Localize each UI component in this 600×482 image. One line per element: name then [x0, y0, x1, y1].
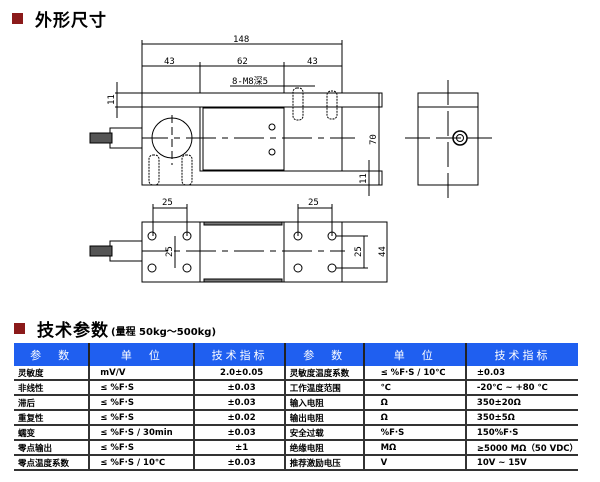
table-cell: 2.0±0.05: [194, 366, 286, 381]
section-subtitle: (量程 50kg～500kg): [111, 327, 217, 338]
table-cell: ≤ %F·S / 10℃: [363, 366, 467, 381]
dim-height: 70: [369, 134, 379, 145]
table-cell: ±0.03: [465, 366, 578, 381]
table-cell: -20℃ ~ +80 ℃: [465, 380, 578, 396]
table-header-row: 参 数 单 位 技术指标 参 数 单 位 技术指标: [14, 343, 578, 366]
table-cell: ≤ %F·S: [89, 440, 196, 456]
table-cell: 输出电阻: [284, 410, 365, 426]
dim-width: 44: [378, 246, 388, 257]
table-cell: ±0.03: [194, 425, 286, 441]
dim-thread: 8-M8深5: [232, 76, 268, 87]
table-cell: 非线性: [14, 380, 91, 396]
table-cell: 零点输出: [14, 440, 91, 456]
table-cell: MΩ: [363, 440, 467, 456]
table-cell: 150%F·S: [465, 425, 578, 441]
table-cell: 推荐激励电压: [284, 455, 365, 471]
table-cell: ≤ %F·S: [89, 410, 196, 426]
dim-overall: 148: [233, 35, 249, 45]
table-cell: mV/V: [89, 366, 196, 381]
table-cell: 工作温度范围: [284, 380, 365, 396]
section-title: 外形尺寸: [35, 11, 107, 31]
dim-right: 43: [307, 57, 318, 67]
section-dimensions-heading: 外形尺寸: [12, 6, 107, 31]
side-view: [405, 80, 492, 198]
table-cell: ≤ %F·S: [89, 380, 196, 396]
dim-hole-y-right: 25: [354, 246, 364, 257]
bullet-square-icon: [14, 323, 25, 334]
table-cell: ±1: [194, 440, 286, 456]
header-param: 参 数: [284, 343, 365, 366]
dim-left: 43: [164, 57, 175, 67]
table-cell: 绝缘电阻: [284, 440, 365, 456]
table-cell: ±0.02: [194, 410, 286, 426]
dim-hole-x-right: 25: [308, 198, 319, 208]
table-cell: 输入电阻: [284, 395, 365, 411]
table-cell: V: [363, 455, 467, 471]
table-cell: 重复性: [14, 410, 91, 426]
table-cell: %F·S: [363, 425, 467, 441]
table-cell: 安全过载: [284, 425, 365, 441]
dim-band-bottom: 11: [359, 173, 369, 184]
header-spec: 技术指标: [465, 343, 578, 366]
table-cell: ±0.03: [194, 455, 286, 471]
dim-hole-x-left: 25: [162, 198, 173, 208]
dim-band-top: 11: [107, 94, 117, 105]
table-cell: Ω: [363, 395, 467, 411]
table-cell: 灵敏度: [14, 366, 91, 381]
dimension-drawing: 148 43 62 43 8-M8深5 11 70 11: [89, 35, 492, 283]
table-cell: ±0.03: [194, 395, 286, 411]
table-cell: ℃: [363, 380, 467, 396]
table-cell: ≤ %F·S / 30min: [89, 425, 196, 441]
table-cell: ≥5000 MΩ（50 VDC）: [465, 440, 578, 456]
front-view: [89, 87, 383, 186]
table-cell: ≤ %F·S / 10℃: [89, 455, 196, 471]
table-cell: 10V ~ 15V: [465, 455, 578, 471]
dimension-lines: [115, 40, 380, 196]
table-cell: 蠕变: [14, 425, 91, 441]
header-spec: 技术指标: [194, 343, 286, 366]
header-unit: 单 位: [363, 343, 467, 366]
table-cell: 零点温度系数: [14, 455, 91, 471]
table-cell: ±0.03: [194, 380, 286, 396]
table-cell: 灵敏度温度系数: [284, 366, 365, 381]
bottom-view: [89, 204, 388, 283]
table-cell: 350±5Ω: [465, 410, 578, 426]
header-param: 参 数: [14, 343, 91, 366]
header-unit: 单 位: [89, 343, 196, 366]
table-cell: ≤ %F·S: [89, 395, 196, 411]
dim-hole-y-left: 25: [165, 246, 175, 257]
section-specs-heading: 技术参数 (量程 50kg～500kg): [14, 316, 216, 341]
bullet-square-icon: [12, 13, 23, 24]
dim-middle: 62: [237, 57, 248, 67]
table-cell: Ω: [363, 410, 467, 426]
table-cell: 350±20Ω: [465, 395, 578, 411]
section-title: 技术参数: [37, 321, 109, 341]
table-cell: 滞后: [14, 395, 91, 411]
